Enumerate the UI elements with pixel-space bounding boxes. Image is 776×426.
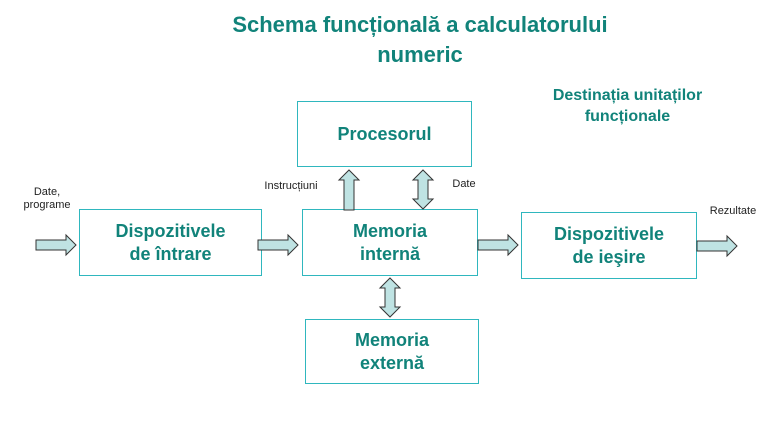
instructions-label: Instrucțiuni [264,180,318,192]
processor-label: Procesorul [337,123,432,144]
external-memory-label: Memoria externă [354,329,430,373]
memory-to-output-arrow [477,233,519,257]
instructions-arrow [337,169,361,211]
input-devices-box: Dispozitivele de întrare [79,209,262,276]
diagram-title: Schema funcțională a calculatorului nume… [232,12,608,67]
diagram-subtitle: Destinația unitaților funcționale [552,87,703,125]
data-double-arrow [411,169,435,210]
output-devices-box: Dispozitivele de ieşire [521,212,697,279]
internal-memory-box: Memoria internă [302,209,478,276]
internal-memory-label: Memoria internă [352,220,428,264]
external-memory-box: Memoria externă [305,319,479,384]
output-devices-label: Dispozitivele de ieşire [553,223,665,267]
results-label: Rezultate [709,205,757,217]
output-arrow [696,234,738,258]
input-to-memory-arrow [257,233,299,257]
memory-exchange-arrow [378,277,402,318]
data-label: Date [452,178,476,190]
input-data-label: Date, programe [23,186,71,211]
processor-box: Procesorul [297,101,472,167]
input-devices-label: Dispozitivele de întrare [115,220,226,264]
input-arrow [35,233,77,257]
